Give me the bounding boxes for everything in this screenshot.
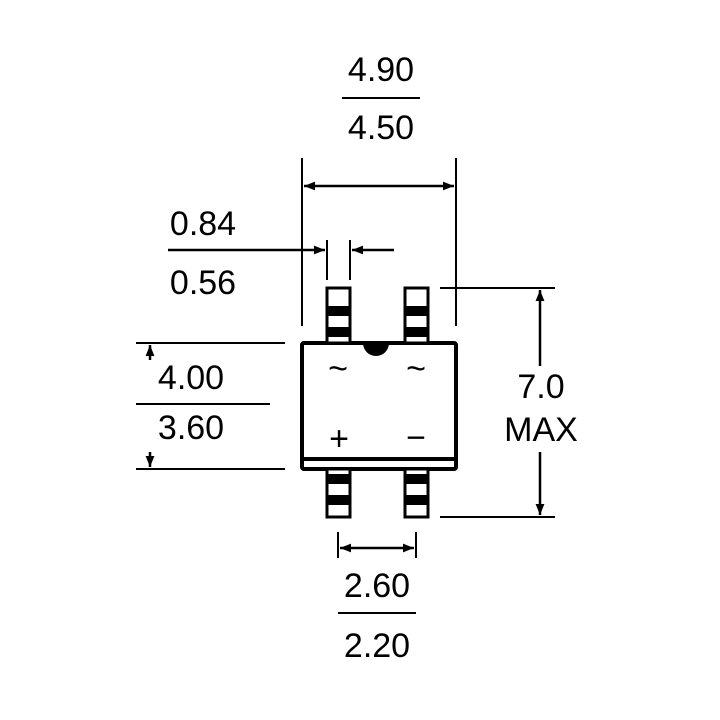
pin1-notch-icon: [363, 343, 389, 356]
body-length-dimension: 4.00 3.60: [136, 342, 285, 470]
lead-width-max: 0.84: [170, 205, 236, 243]
ac-right-mark: ~: [406, 350, 426, 388]
package-body: [300, 341, 458, 471]
lead-width-dimension: 0.84 0.56: [168, 205, 394, 302]
lead-pitch-max: 2.60: [344, 567, 410, 605]
lead-bottom-right: [403, 467, 430, 519]
overall-length-dimension: 7.0 MAX: [440, 287, 578, 518]
positive-mark: +: [329, 420, 349, 458]
body-length-max: 4.00: [158, 359, 224, 397]
ac-left-mark: ~: [328, 350, 348, 388]
lead-pitch-dimension: 2.60 2.20: [337, 532, 417, 665]
package-width-min: 4.50: [348, 109, 414, 147]
lead-top-left: [325, 286, 352, 345]
lead-bottom-left: [325, 467, 352, 519]
overall-length-value: 7.0: [517, 368, 564, 406]
lead-pitch-min: 2.20: [344, 627, 410, 665]
negative-mark: −: [406, 419, 426, 457]
lead-top-right: [403, 286, 430, 345]
package-width-dimension: 4.90 4.50: [301, 51, 457, 326]
body-length-min: 3.60: [158, 409, 224, 447]
lead-width-min: 0.56: [170, 264, 236, 302]
package-width-max: 4.90: [348, 51, 414, 89]
overall-length-qualifier: MAX: [504, 411, 578, 449]
